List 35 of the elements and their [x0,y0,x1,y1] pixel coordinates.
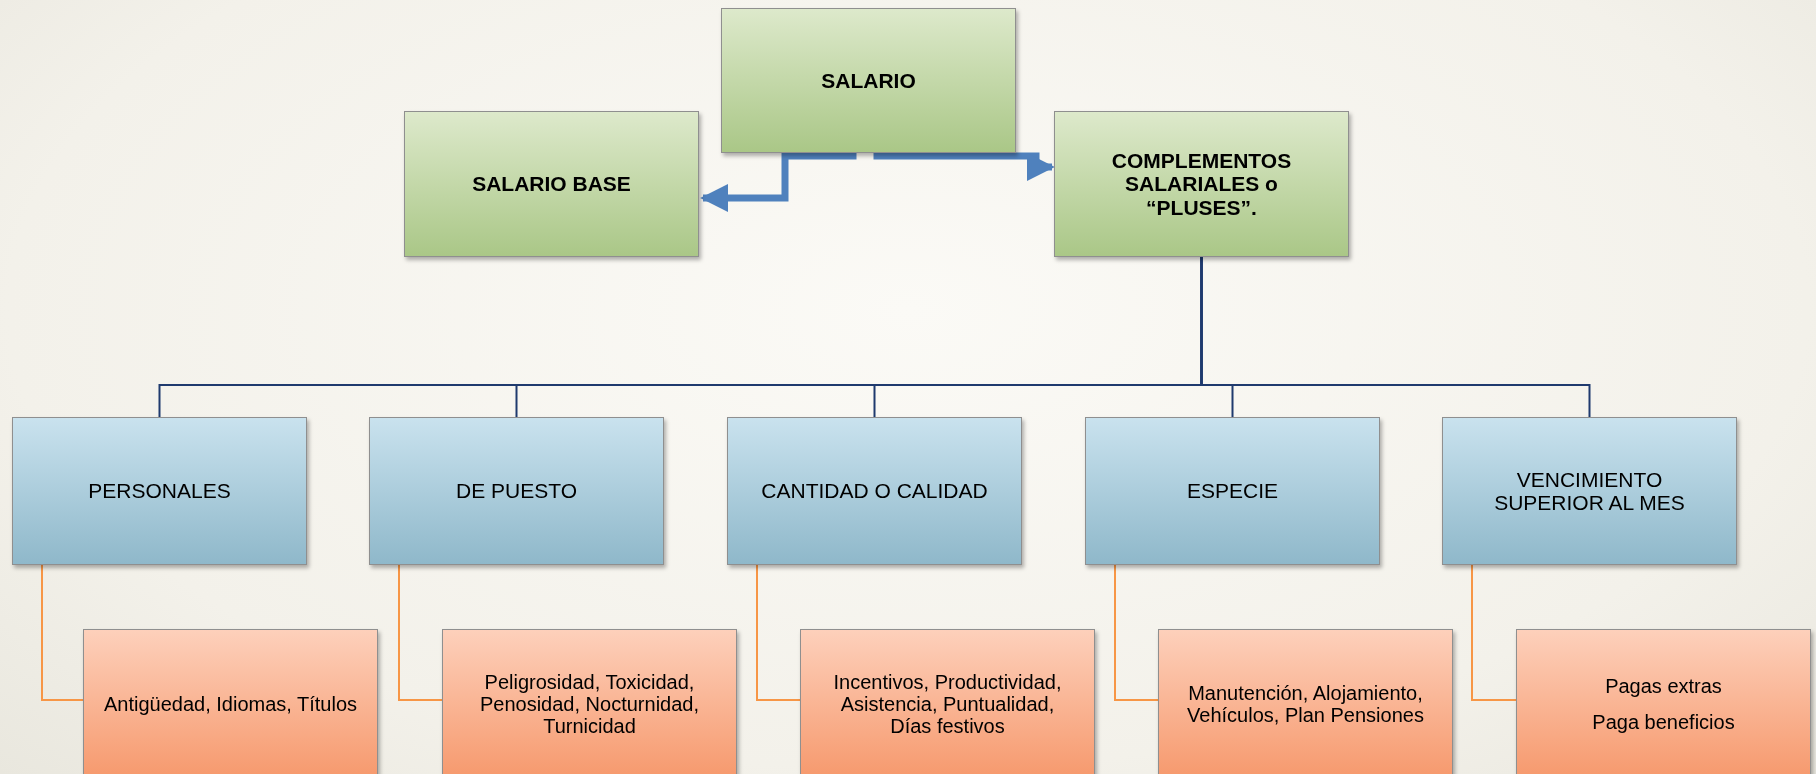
detail-box [442,629,737,774]
detail-box [800,629,1095,774]
connector-line [1200,256,1591,418]
connector-line [1114,564,1159,701]
box-label: SALARIO [821,68,916,93]
box-label: PERSONALES [88,479,231,503]
box-label: SALARIO BASE [472,172,631,196]
box-label: CANTIDAD O CALIDAD [761,479,988,503]
connector-line [1471,564,1517,701]
detail-box [1158,629,1453,774]
category-box [727,417,1022,565]
detail-box [1516,629,1811,774]
connector-line [756,564,801,701]
connector-line [41,564,84,701]
category-box [1054,111,1349,257]
category-box [1085,417,1380,565]
detail-box [83,629,378,774]
box-label: Peligrosidad, Toxicidad, Penosidad, Nocturnidad, Turnicidad [478,671,700,737]
box-label: Pagas extras [1605,675,1722,697]
box-label: VENCIMIENTO SUPERIOR AL MES [1493,467,1686,515]
box-label: Manutención, Alojamiento, Vehículos, Plan Pensiones [1186,682,1425,726]
arrow [700,152,857,212]
box-label: ESPECIE [1186,479,1278,503]
connector-line [398,564,443,701]
box-label: Antigüedad, Idiomas, Títulos [103,693,358,715]
category-box [369,417,664,565]
arrow [873,152,1055,181]
category-box [404,111,699,257]
box-label: DE PUESTO [456,479,577,503]
box-label: Incentivos, Productividad, Asistencia, Puntualidad, Días festivos [832,671,1063,737]
box-label: COMPLEMENTOS SALARIALES o “PLUSES”. [1110,149,1293,219]
category-box [1442,417,1737,565]
category-box [12,417,307,565]
box-label: Paga beneficios [1592,711,1735,733]
category-box [721,8,1016,153]
